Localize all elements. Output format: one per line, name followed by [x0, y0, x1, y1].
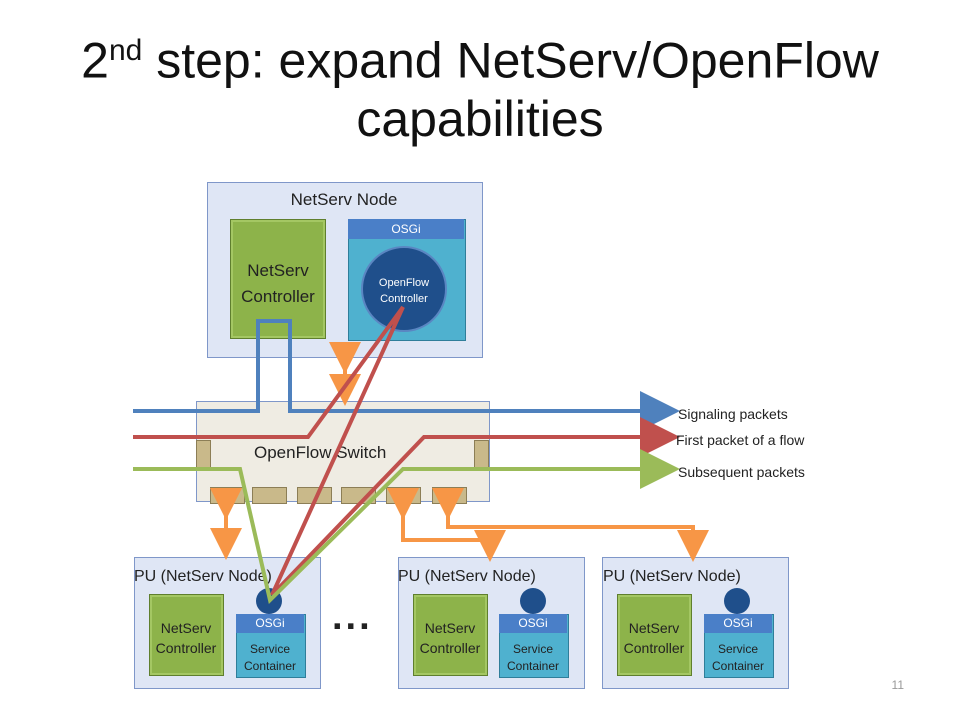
title-ordinal: 2: [81, 32, 109, 89]
switch-port-4: [341, 487, 376, 504]
pu-service-circle-1: [256, 588, 282, 614]
legend-first-packet: First packet of a flow: [676, 432, 805, 448]
netserv-node-label: NetServ Node: [290, 190, 398, 209]
switch-side-port-right: [474, 440, 489, 470]
pu-node-label-2: PU (NetServ Node): [398, 568, 536, 585]
link-switch-pu3: [432, 488, 709, 562]
legend-signaling-packets: Signaling packets: [678, 406, 788, 422]
pu-container-label-3: Service Container: [711, 642, 765, 673]
switch-port-6: [432, 487, 467, 504]
pu-controller-label-3: NetServ Controller: [623, 620, 685, 656]
pu-controller-label-1: NetServ Controller: [155, 620, 217, 656]
switch-port-2: [252, 487, 287, 504]
pu-osgi-bar-2: OSGi: [499, 614, 567, 633]
switch-port-3: [297, 487, 332, 504]
openflow-controller-label: OpenFlow Controller: [378, 277, 430, 305]
switch-side-port-left: [196, 440, 211, 470]
pu-node-label-3: PU (NetServ Node): [603, 568, 741, 585]
pu-container-label-2: Service Container: [506, 642, 560, 673]
title-text: step: expand NetServ/OpenFlow capabiliti…: [142, 32, 879, 147]
pu-service-circle-2: [520, 588, 546, 614]
switch-port-5: [386, 487, 421, 504]
link-switch-pu2: [387, 488, 506, 562]
pu-controller-label-2: NetServ Controller: [419, 620, 481, 656]
pu-controller-block-3: [617, 594, 692, 676]
osgi-bar-top: OSGi: [348, 219, 464, 239]
netserv-controller-label: NetServ Controller: [241, 261, 315, 306]
pu-controller-block-2: [413, 594, 488, 676]
openflow-switch-label: OpenFlow Switch: [254, 443, 387, 462]
slide-title: 2nd step: expand NetServ/OpenFlow capabi…: [0, 22, 960, 148]
pu-service-circle-3: [724, 588, 750, 614]
pu-container-label-1: Service Container: [243, 642, 297, 673]
legend-subsequent-packets: Subsequent packets: [678, 464, 805, 480]
page-number: 11: [891, 678, 904, 692]
title-ordinal-suffix: nd: [108, 34, 143, 67]
switch-port-1: [210, 487, 245, 504]
pu-osgi-bar-3: OSGi: [704, 614, 772, 633]
ellipsis-more-nodes: ...: [332, 596, 373, 638]
pu-node-label-1: PU (NetServ Node): [134, 568, 272, 585]
pu-osgi-bar-1: OSGi: [236, 614, 304, 633]
